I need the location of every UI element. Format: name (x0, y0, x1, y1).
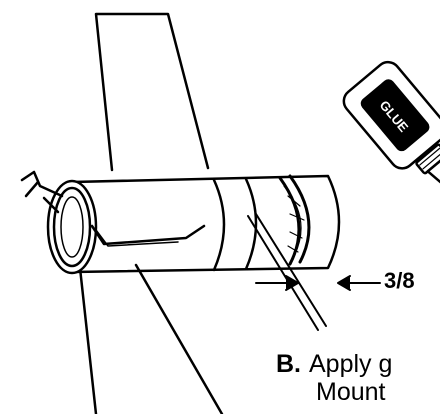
step-letter: B. (276, 350, 301, 378)
step-text-line1: Apply g (309, 350, 393, 378)
engine-hook (20, 170, 64, 214)
body-tube (46, 174, 341, 275)
glue-ring (278, 174, 311, 266)
step-text-line2: Mount (316, 378, 386, 406)
upper-fin (94, 12, 210, 172)
dimension-arrows (255, 275, 381, 291)
fin-slot (90, 224, 206, 247)
measurement-label: 3/8 (384, 268, 415, 293)
step-instruction-line1: B. Apply g (276, 350, 392, 379)
glue-bottle: GLUE (342, 60, 440, 189)
lower-fin (78, 263, 224, 414)
guideline (247, 213, 327, 331)
